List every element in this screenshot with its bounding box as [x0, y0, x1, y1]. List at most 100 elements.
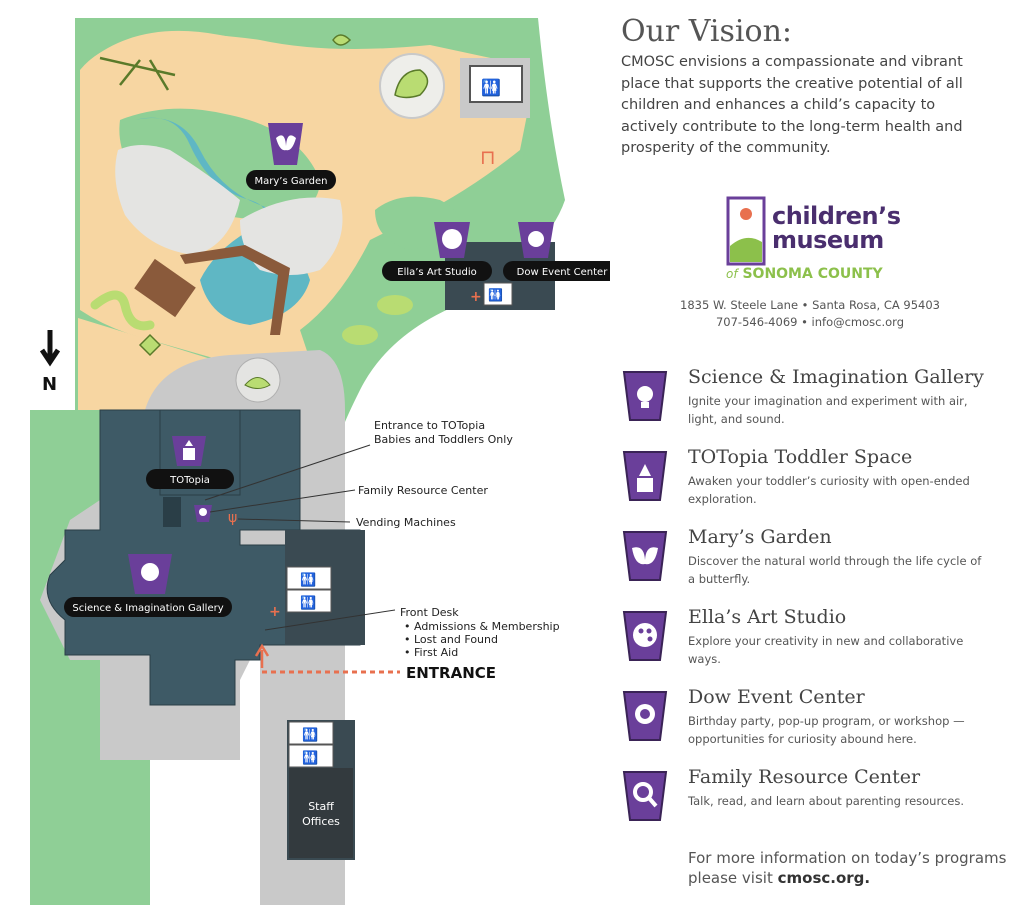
totopia-marker[interactable]: TOTopia [146, 436, 234, 489]
restroom-icon: 🚻 [300, 572, 316, 588]
science-gallery-label: Science & Imagination Gallery [72, 603, 223, 614]
restroom-main-2 [286, 589, 332, 613]
north-label: N [42, 374, 57, 395]
callout-line [209, 489, 356, 513]
staff-restroom-1 [288, 721, 334, 745]
callout-line [204, 444, 371, 501]
restroom-icon: 🚻 [481, 78, 501, 97]
legend-desc: Talk, read, and learn about parenting re… [688, 794, 964, 808]
legend-title: Science & Imagination Gallery [688, 366, 984, 388]
marys-garden-marker[interactable]: Mary’s Garden [246, 123, 336, 190]
sun-badge-icon [622, 691, 668, 741]
vision-text: CMOSC envisions a compassionate and vibr… [621, 54, 963, 156]
totopia-entrance-callout: Entrance to TOTopia [374, 419, 485, 432]
lightbulb-icon [622, 371, 668, 421]
logo-of: of [726, 267, 738, 281]
legend-item-science[interactable]: Science & Imagination Gallery Ignite you… [620, 366, 1010, 436]
dow-event-center-label: Dow Event Center [517, 267, 609, 278]
magnifier-icon [622, 771, 668, 821]
legend-title: Family Resource Center [688, 766, 921, 788]
address-line: 1835 W. Steele Lane • Santa Rosa, CA 954… [680, 298, 940, 312]
butterfly-icon [622, 531, 668, 581]
logo-text: children’s [772, 202, 901, 230]
legend-title: TOTopia Toddler Space [688, 446, 913, 468]
garden-restroom [469, 65, 523, 103]
legend-item-dow-event[interactable]: Dow Event Center Birthday party, pop-up … [620, 686, 1010, 756]
staff-offices-label: Offices [302, 815, 340, 828]
staff-offices [289, 768, 353, 858]
sculpture-leaf [394, 69, 429, 99]
legend-desc: Explore your creativity in new and colla… [688, 634, 964, 666]
first-aid-icon: + [269, 604, 281, 620]
boardwalk [180, 245, 290, 335]
legend-item-marys-garden[interactable]: Mary’s Garden Discover the natural world… [620, 526, 1010, 596]
callout-line [264, 609, 396, 631]
dow-event-center-marker[interactable]: Dow Event Center [503, 222, 610, 281]
studio-restroom [483, 282, 513, 306]
first-aid-icon: + [470, 289, 482, 305]
logo-mark-icon [726, 196, 766, 266]
north-loop-path [90, 30, 300, 96]
dragonfly-icon [99, 56, 176, 91]
legend-desc: Awaken your toddler’s curiosity with ope… [688, 474, 970, 506]
legend-desc: Ignite your imagination and experiment w… [688, 394, 968, 426]
callout-line [237, 518, 351, 523]
staff-restroom-2 [288, 744, 334, 768]
legend-item-ellas-art[interactable]: Ella’s Art Studio Explore your creativit… [620, 606, 1010, 676]
planter-bed [90, 290, 155, 331]
totopia-entrance-callout: Babies and Toddlers Only [374, 433, 513, 446]
marys-garden-label: Mary’s Garden [254, 176, 327, 187]
legend-item-family-resource[interactable]: Family Resource Center Talk, read, and l… [620, 766, 1010, 836]
stepping-stone [377, 295, 413, 315]
storage-room [163, 497, 181, 527]
plant-icon [138, 333, 162, 357]
legend-title: Dow Event Center [688, 686, 865, 708]
rock-formation [115, 145, 240, 255]
front-desk-item: • Admissions & Membership [404, 620, 560, 633]
vision-title: Our Vision: [621, 14, 793, 49]
family-resource-callout: Family Resource Center [358, 484, 488, 497]
restroom-main-1 [286, 566, 332, 590]
building-blocks-icon [622, 451, 668, 501]
front-desk-item: • Lost and Found [404, 633, 498, 646]
website-link[interactable]: cmosc.org. [777, 869, 871, 887]
totopia-label: TOTopia [169, 475, 210, 486]
legend-item-totopia[interactable]: TOTopia Toddler Space Awaken your toddle… [620, 446, 1010, 516]
restroom-icon: 🚻 [300, 595, 316, 611]
entrance-arrow-icon [254, 643, 270, 668]
science-gallery-marker[interactable]: Science & Imagination Gallery [64, 554, 232, 617]
legend-title: Ella’s Art Studio [688, 606, 847, 628]
vending-callout: Vending Machines [356, 516, 456, 529]
family-resource-marker[interactable] [194, 505, 212, 522]
butterfly-icon [332, 34, 352, 46]
contact-info: 1835 W. Steele Lane • Santa Rosa, CA 954… [640, 297, 980, 331]
stepping-stone [342, 325, 378, 345]
staff-offices-label: Staff [308, 800, 334, 813]
front-desk-callout: Front Desk [400, 606, 459, 619]
legend-desc: Discover the natural world through the l… [688, 554, 982, 586]
front-desk-item: • First Aid [404, 646, 458, 659]
logo-county: SONOMA COUNTY [742, 266, 883, 282]
phone-email-line: 707-546-4069 • info@cmosc.org [715, 315, 905, 329]
restroom-icon: 🚻 [302, 750, 318, 766]
legend-title: Mary’s Garden [688, 526, 832, 548]
plaza-butterfly [244, 377, 271, 389]
ellas-art-studio-label: Ella’s Art Studio [397, 267, 476, 278]
logo-text: museum [772, 226, 884, 254]
restroom-icon: 🚻 [302, 727, 318, 743]
north-arrow-icon [39, 330, 61, 367]
picnic-table-icon: ⊓ [480, 145, 496, 169]
ellas-art-studio-marker[interactable]: Ella’s Art Studio [382, 222, 492, 281]
entrance-label: ENTRANCE [406, 664, 496, 682]
palette-icon [622, 611, 668, 661]
more-info-text: For more information on today’s programs… [688, 849, 1007, 887]
more-info: For more information on today’s programs… [688, 848, 1024, 888]
logo-subtitle: of SONOMA COUNTY [726, 266, 883, 282]
museum-logo: children’s museum of SONOMA COUNTY [724, 196, 904, 288]
legend-desc: Birthday party, pop-up program, or works… [688, 714, 965, 746]
vending-icon: ψ [228, 510, 237, 526]
museum-map: 🚻 ⊓ 🚻 🚻 + 🚻 + 🚻 🚻 Staff Offices N Mar [30, 18, 610, 905]
shed [134, 258, 196, 318]
restroom-icon: 🚻 [488, 288, 503, 302]
pond [135, 117, 310, 326]
